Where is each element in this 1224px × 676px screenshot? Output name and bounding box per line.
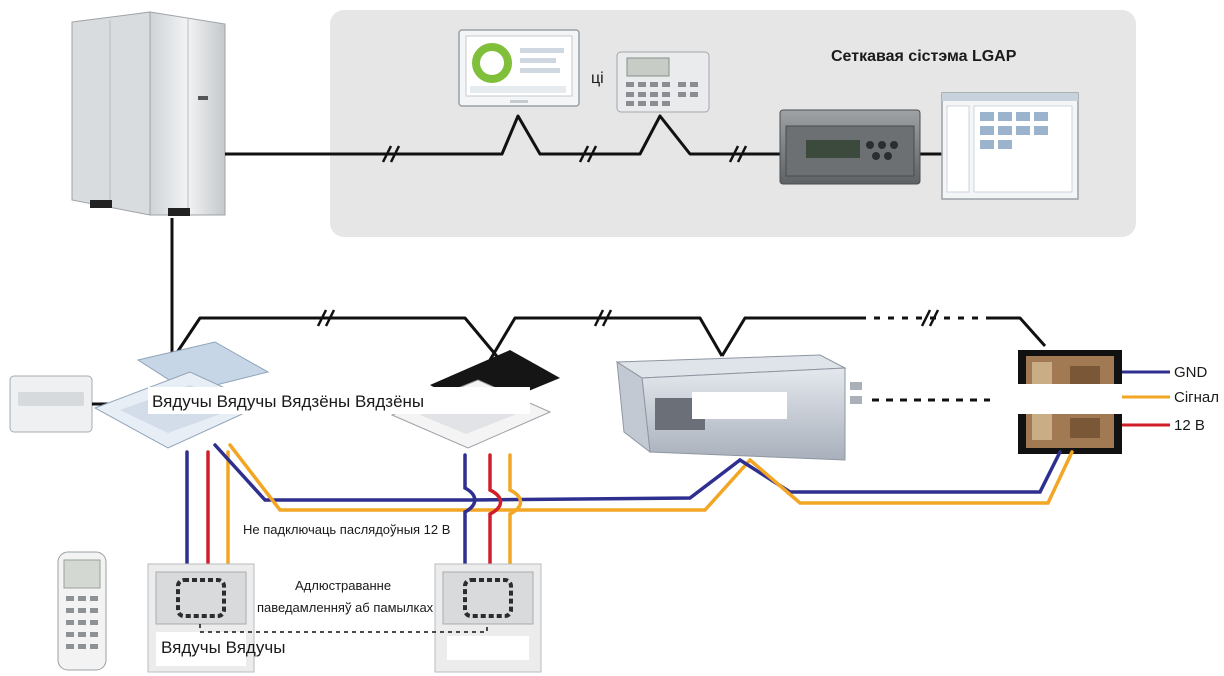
error-display-line1: Адлюстраванне xyxy=(295,578,392,593)
wired-controller-keypad xyxy=(616,51,710,113)
label-patch-duct xyxy=(692,392,787,419)
handheld-remote xyxy=(57,551,107,671)
label-patch-indoor xyxy=(148,387,530,414)
colored-wiring xyxy=(185,443,1074,572)
gateway-controller xyxy=(779,109,921,185)
wall-controller-2 xyxy=(434,563,542,673)
network-title: Сеткавая сістэма LGAP xyxy=(831,48,1017,65)
terminal-signal: Сігнал xyxy=(1174,389,1220,406)
remote-label: Вядучы Вядучы xyxy=(161,638,286,657)
pc-software-window xyxy=(941,92,1079,200)
error-display-line2: паведамленняў аб памылках xyxy=(257,600,434,615)
warning-text: Не падключаць паслядоўныя 12 В xyxy=(243,522,451,537)
error-display-link xyxy=(199,624,488,633)
indoor-label: Вядучы Вядучы Вядзёны Вядзёны xyxy=(152,392,425,411)
label-patch-signal-box xyxy=(1018,384,1122,414)
wall-controller-1 xyxy=(147,563,255,673)
terminal-wires xyxy=(1122,370,1170,427)
central-touch-controller xyxy=(458,29,580,107)
outdoor-unit xyxy=(71,11,226,216)
terminal-12v: 12 В xyxy=(1174,417,1205,434)
communication-lines xyxy=(170,114,1047,361)
terminal-gnd: GND xyxy=(1174,364,1208,381)
cut-marks xyxy=(316,145,940,327)
connector-word: ці xyxy=(591,70,604,87)
interface-module xyxy=(9,375,112,433)
